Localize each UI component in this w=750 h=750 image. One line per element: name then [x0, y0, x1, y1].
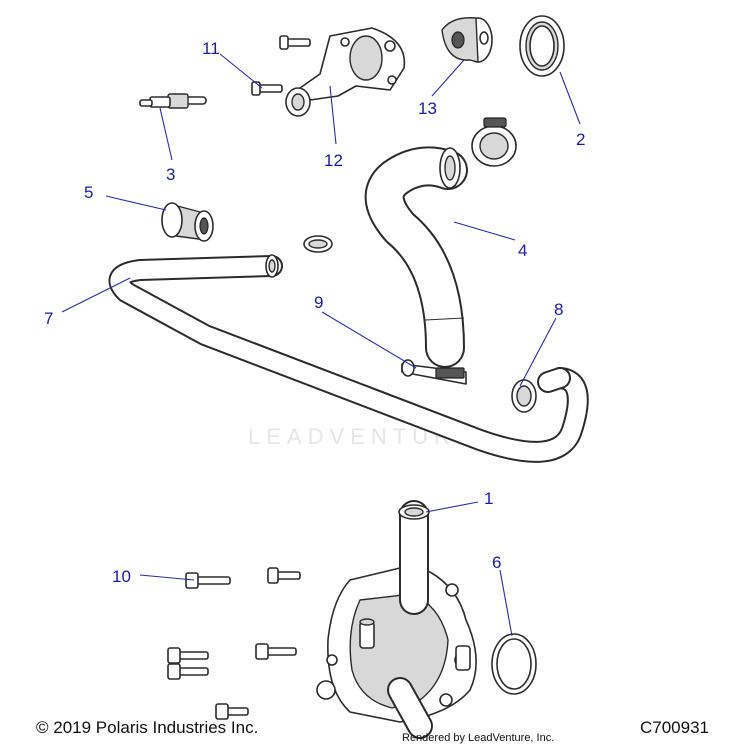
diagram-code: C700931 — [640, 718, 710, 737]
callout-11: 11 — [202, 39, 220, 58]
callout-9: 9 — [314, 293, 323, 312]
thermostat-part-13 — [441, 17, 493, 63]
thermostat-seal-part-2 — [519, 15, 565, 77]
temperature-sensor-part-3 — [139, 93, 207, 109]
callout-7: 7 — [44, 309, 53, 328]
hose-clamp-top-right — [471, 117, 517, 167]
bolt-part-10 — [167, 567, 301, 720]
callout-8: 8 — [554, 300, 563, 319]
callout-10: 10 — [112, 567, 131, 586]
water-pump-part-1 — [316, 500, 477, 739]
leader-lines — [61, 53, 581, 637]
callout-13: 13 — [418, 99, 437, 118]
callout-5: 5 — [84, 183, 93, 202]
thermostat-housing-part-12 — [285, 27, 406, 117]
hose-clamp-part-8 — [511, 379, 537, 413]
o-ring-part-6 — [491, 633, 537, 695]
callout-3: 3 — [166, 165, 175, 184]
callout-2: 2 — [576, 130, 585, 149]
callout-labels: 11 12 13 2 3 5 4 7 9 8 1 6 10 — [44, 39, 585, 586]
coolant-pipe-part-7 — [108, 254, 589, 463]
bolt-part-11 — [251, 35, 311, 96]
callout-12: 12 — [324, 151, 343, 170]
callout-1: 1 — [484, 489, 493, 508]
coolant-hose-part-4 — [364, 146, 468, 368]
callout-6: 6 — [492, 553, 501, 572]
rendered-by-text: Rendered by LeadVenture, Inc. — [402, 732, 555, 744]
hose-clamp-upper — [303, 235, 333, 253]
hose-coupler-part-5 — [161, 202, 214, 242]
hose-clamp-part-9 — [401, 359, 467, 385]
copyright-text: © 2019 Polaris Industries Inc. — [36, 718, 259, 737]
callout-4: 4 — [518, 241, 527, 260]
